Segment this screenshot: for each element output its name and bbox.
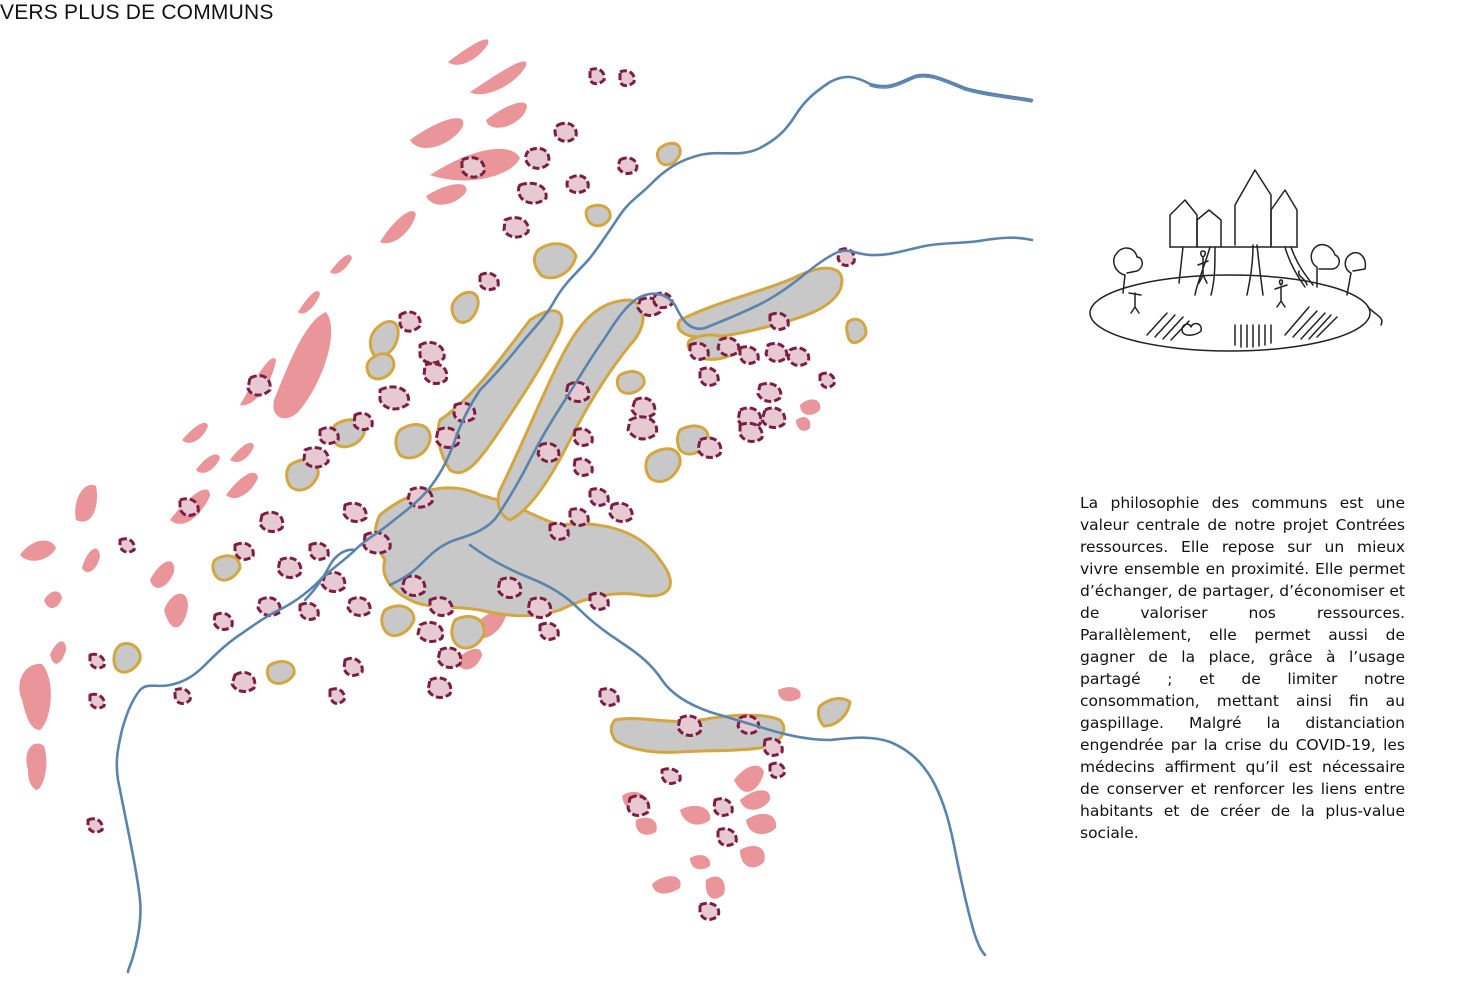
river-south bbox=[468, 543, 987, 957]
house-icon bbox=[1169, 199, 1198, 248]
river-north-double bbox=[869, 76, 1033, 103]
tree-icon bbox=[1113, 247, 1143, 294]
natural-areas bbox=[19, 39, 821, 899]
island-ellipse-icon bbox=[1089, 274, 1371, 352]
page-title: VERS PLUS DE COMMUNS bbox=[0, 1, 274, 24]
river-west-branch bbox=[303, 548, 357, 602]
description-paragraph: La philosophie des communs est une valeu… bbox=[1080, 494, 1405, 842]
community-areas bbox=[86, 67, 856, 921]
river-north bbox=[115, 73, 1034, 974]
person-icon bbox=[1197, 250, 1209, 284]
river-east bbox=[388, 236, 1034, 587]
rivers bbox=[115, 73, 1034, 974]
community-illustration bbox=[1089, 169, 1383, 352]
urban-areas bbox=[112, 141, 868, 754]
